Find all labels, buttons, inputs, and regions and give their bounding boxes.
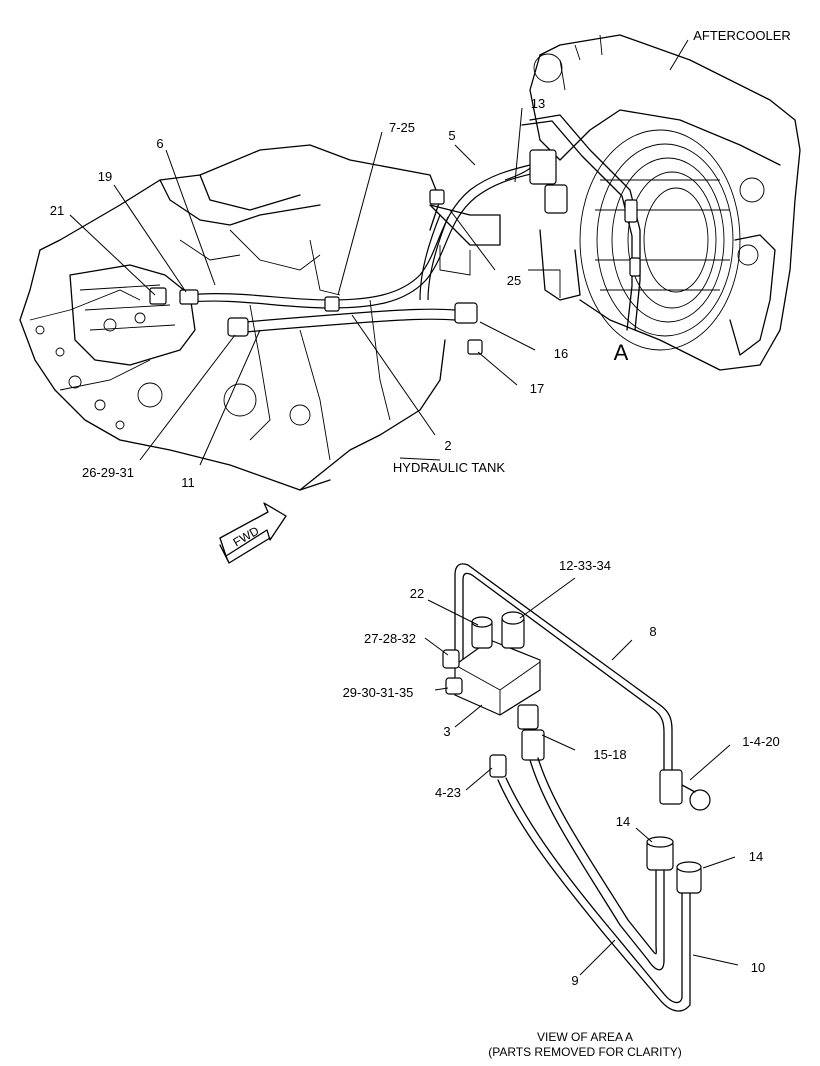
callout-17: 17: [530, 381, 544, 396]
machine-frame-drawing: [19, 144, 501, 491]
caption-line-1: VIEW OF AREA A: [537, 1030, 633, 1044]
area-a-label: A: [614, 340, 629, 365]
callout-21: 21: [50, 203, 64, 218]
callout-22: 22: [410, 586, 424, 601]
callout-19: 19: [98, 169, 112, 184]
callout-7-25: 7-25: [389, 120, 415, 135]
callout-29-30-31-35: 29-30-31-35: [343, 685, 414, 700]
callout-15-18: 15-18: [593, 747, 626, 762]
hydraulic-tank-label: HYDRAULIC TANK: [393, 460, 506, 475]
callout-9: 9: [571, 973, 578, 988]
callout-26-29-31: 26-29-31: [82, 465, 134, 480]
detail-view-drawing: [442, 563, 711, 1012]
aftercooler-drawing: [528, 34, 801, 371]
callout-12-33-34: 12-33-34: [559, 558, 611, 573]
callout-2: 2: [444, 438, 451, 453]
hose-routing-top: [149, 114, 641, 355]
callout-leaders-top: [69, 39, 689, 466]
callout-27-28-32: 27-28-32: [364, 631, 416, 646]
callout-8: 8: [649, 624, 656, 639]
callout-leaders-detail: [424, 577, 739, 976]
callout-14-right: 14: [749, 849, 763, 864]
callout-13: 13: [531, 96, 545, 111]
forward-arrow-icon: [219, 502, 287, 564]
callout-16: 16: [554, 346, 568, 361]
callout-25: 25: [507, 273, 521, 288]
callout-1-4-20: 1-4-20: [742, 734, 780, 749]
callout-10: 10: [751, 960, 765, 975]
callout-3: 3: [443, 724, 450, 739]
caption-line-2: (PARTS REMOVED FOR CLARITY): [488, 1045, 682, 1059]
callout-4-23: 4-23: [435, 785, 461, 800]
callout-6: 6: [156, 136, 163, 151]
callout-14-left: 14: [616, 814, 630, 829]
aftercooler-label: AFTERCOOLER: [693, 28, 791, 43]
callout-11: 11: [181, 475, 195, 490]
callout-5: 5: [448, 128, 455, 143]
